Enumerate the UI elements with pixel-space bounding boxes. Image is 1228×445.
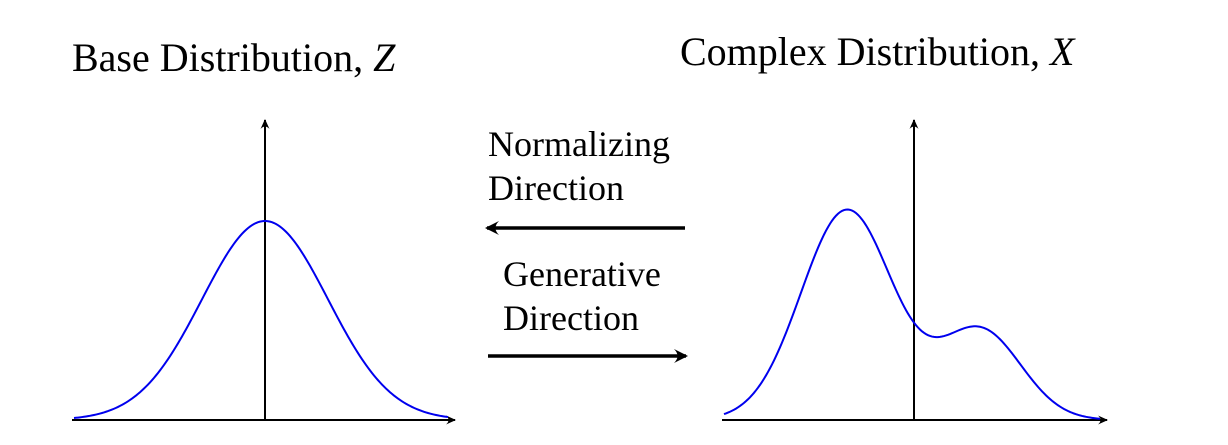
base-plot: [72, 119, 456, 425]
complex-plot: [722, 119, 1108, 425]
normalizing-label-line2: Direction: [488, 168, 624, 208]
complex-bimodal-curve: [723, 208, 1101, 420]
generative-label-line1: Generative: [503, 254, 661, 294]
complex-title-text: Complex Distribution,: [680, 29, 1050, 74]
base-distribution-title: Base Distribution, Z: [72, 34, 395, 82]
base-gaussian-curve: [73, 220, 449, 419]
base-variable: Z: [373, 35, 396, 80]
normalizing-label-line1: Normalizing: [488, 124, 670, 164]
complex-distribution-title: Complex Distribution, X: [680, 28, 1074, 76]
generative-label-line2: Direction: [503, 298, 639, 338]
base-title-text: Base Distribution,: [72, 35, 374, 80]
complex-variable: X: [1050, 29, 1075, 74]
